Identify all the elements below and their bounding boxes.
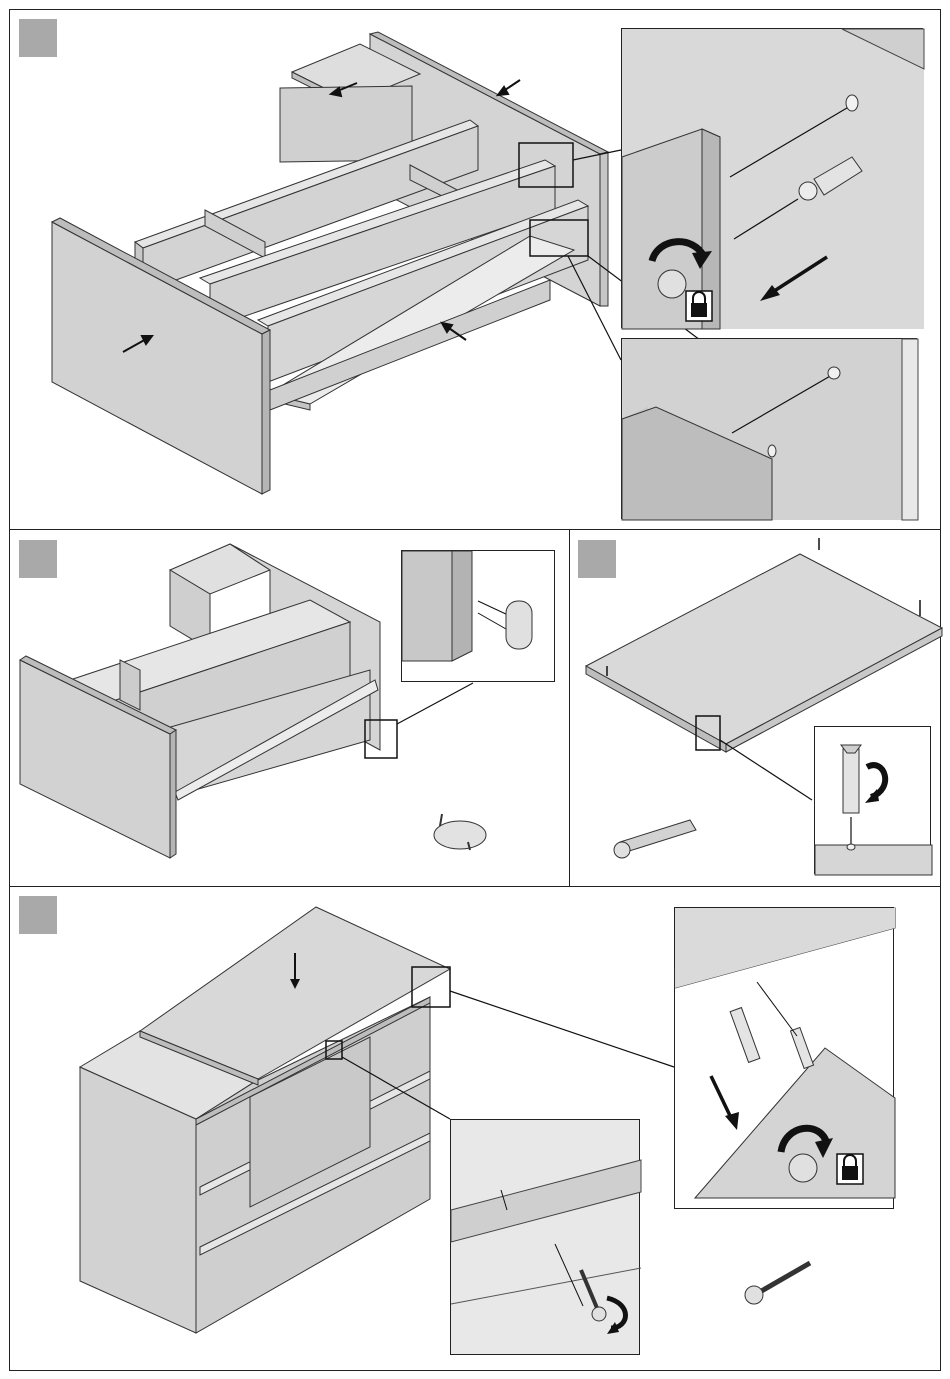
step-4-panel [9, 886, 941, 1371]
dowel-icon [614, 820, 696, 858]
step-4-detail-screw [450, 1119, 640, 1355]
step-1-panel [9, 9, 941, 530]
rotate-arrow-icon [607, 1298, 626, 1334]
rotate-arrow-icon [865, 765, 885, 803]
foot-glide-icon [434, 814, 486, 850]
cam-bolt-icon [841, 745, 861, 813]
step-1-detail-dowel [621, 338, 917, 519]
step-3-detail-bolt [814, 726, 931, 874]
step-2-detail-foot [401, 550, 555, 682]
step-1-detail-cam [621, 28, 923, 328]
cam-bolt-icon [730, 1008, 760, 1063]
lock-icon [686, 291, 712, 321]
screw-icon [745, 1263, 810, 1304]
step-2-panel [9, 529, 570, 887]
cam-lock-disc [658, 270, 686, 298]
lock-icon [837, 1154, 863, 1184]
arrow-icon [711, 1076, 739, 1130]
step-4-detail-cam [674, 907, 894, 1209]
top-board [586, 554, 942, 744]
screw-icon [581, 1270, 606, 1321]
step-3-panel [569, 529, 941, 887]
